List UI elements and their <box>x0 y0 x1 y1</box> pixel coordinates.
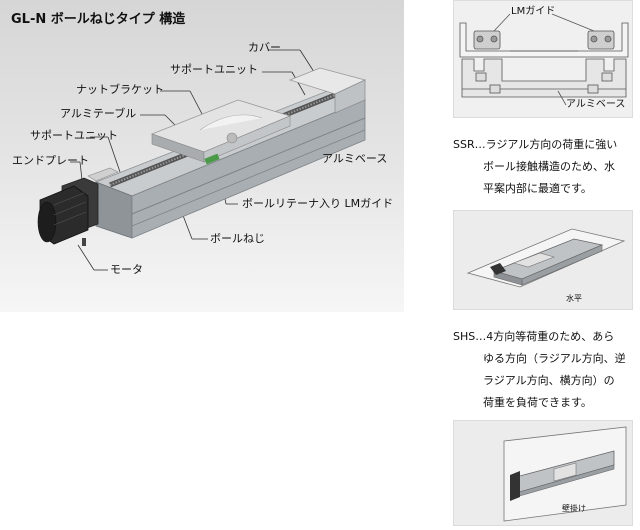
structure-panel: GL-N ボールねじタイプ 構造 カバー サポートユニット ナットブラケット ア… <box>0 0 404 312</box>
label-aluminum-base-ssr: アルミベース <box>566 99 626 110</box>
caption-horizontal: 水平 <box>566 294 582 303</box>
shs-line-2: ゆる方向（ラジアル方向、逆 <box>483 352 626 365</box>
wall-mount-figure: 壁掛け <box>453 420 633 526</box>
label-aluminum-table: アルミテーブル <box>60 107 137 120</box>
label-support-unit-top: サポートユニット <box>170 63 258 76</box>
page-title: GL-N ボールねじタイプ 構造 <box>11 12 186 27</box>
label-ball-screw: ボールねじ <box>210 232 265 245</box>
caption-wall: 壁掛け <box>562 504 586 513</box>
label-nut-bracket: ナットブラケット <box>76 83 164 96</box>
cross-section-drawing <box>459 13 629 106</box>
horizontal-mount-figure: 水平 <box>453 210 633 310</box>
label-cover: カバー <box>248 41 281 54</box>
ssr-line-3: 平案内部に最適です。 <box>483 182 592 195</box>
motor-shape <box>37 185 89 246</box>
label-aluminum-base: アルミベース <box>322 152 388 165</box>
label-motor: モータ <box>110 263 143 276</box>
ssr-description: SSR…ラジアル方向の荷重に強い ボール接触構造のため、水 平案内部に最適です。 <box>453 134 638 200</box>
shs-line-4: 荷重を負荷できます。 <box>483 396 592 409</box>
ssr-line-1: SSR…ラジアル方向の荷重に強い <box>453 138 618 151</box>
shs-line-3: ラジアル方向、横方向）の <box>483 374 615 387</box>
label-end-plate: エンドプレート <box>12 154 89 167</box>
aluminum-base-side <box>131 99 366 239</box>
actuator-illustration <box>37 49 367 271</box>
label-lm-guide: ボールリテーナ入り LMガイド <box>242 197 394 210</box>
wall-mount-drawing <box>503 426 627 522</box>
shs-description: SHS…4方向等荷重のため、あら ゆる方向（ラジアル方向、逆 ラジアル方向、横方… <box>453 326 638 414</box>
ssr-line-2: ボール接触構造のため、水 <box>483 160 615 173</box>
shs-line-1: SHS…4方向等荷重のため、あら <box>453 330 615 343</box>
label-support-unit-left: サポートユニット <box>30 129 118 142</box>
label-lm-guide-ssr: LMガイド <box>511 6 556 17</box>
horizontal-mount-drawing <box>466 228 626 288</box>
ssr-cross-section-figure: LMガイド アルミベース <box>453 0 633 118</box>
